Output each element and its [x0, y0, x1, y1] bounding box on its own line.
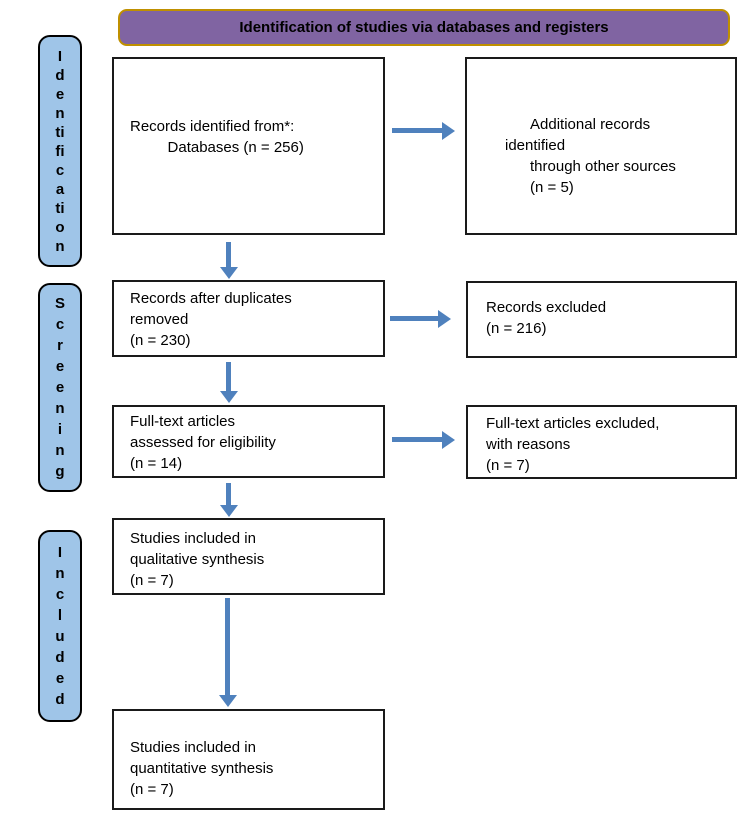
arrow-right-fulltext-to-excluded: [392, 430, 455, 449]
box-records-excluded: Records excluded (n = 216): [466, 281, 737, 358]
box-fulltext-assessed: Full-text articles assessed for eligibil…: [112, 405, 385, 478]
stage-identification-text: I d e n ti fi c a ti o n: [55, 47, 65, 255]
box-records-identified: Records identified from*: Databases (n =…: [112, 57, 385, 235]
stage-label-screening: S c r e e n i n g: [38, 283, 82, 492]
arrow-down-fulltext-to-qualitative: [219, 483, 238, 517]
box-qualitative-synthesis: Studies included in qualitative synthesi…: [112, 518, 385, 595]
box-duplicates-removed: Records after duplicates removed (n = 23…: [112, 280, 385, 357]
box-additional-records: Additional records identified through ot…: [465, 57, 737, 235]
arrow-down-qualitative-to-quantitative: [218, 598, 237, 707]
box-fulltext-excluded: Full-text articles excluded, with reason…: [466, 405, 737, 479]
arrow-down-records-to-duplicates: [219, 242, 238, 279]
stage-screening-text: S c r e e n i n g: [54, 295, 65, 480]
arrow-right-records-to-additional: [392, 121, 455, 140]
header-title: Identification of studies via databases …: [239, 19, 609, 36]
stage-label-included: I n c l u d e d: [38, 530, 82, 722]
stage-included-text: I n c l u d e d: [55, 544, 65, 708]
header-banner: Identification of studies via databases …: [118, 9, 730, 46]
arrow-right-duplicates-to-excluded: [390, 309, 451, 328]
box-quantitative-synthesis: Studies included in quantitative synthes…: [112, 709, 385, 810]
arrow-down-duplicates-to-fulltext: [219, 362, 238, 403]
stage-label-identification: I d e n ti fi c a ti o n: [38, 35, 82, 267]
